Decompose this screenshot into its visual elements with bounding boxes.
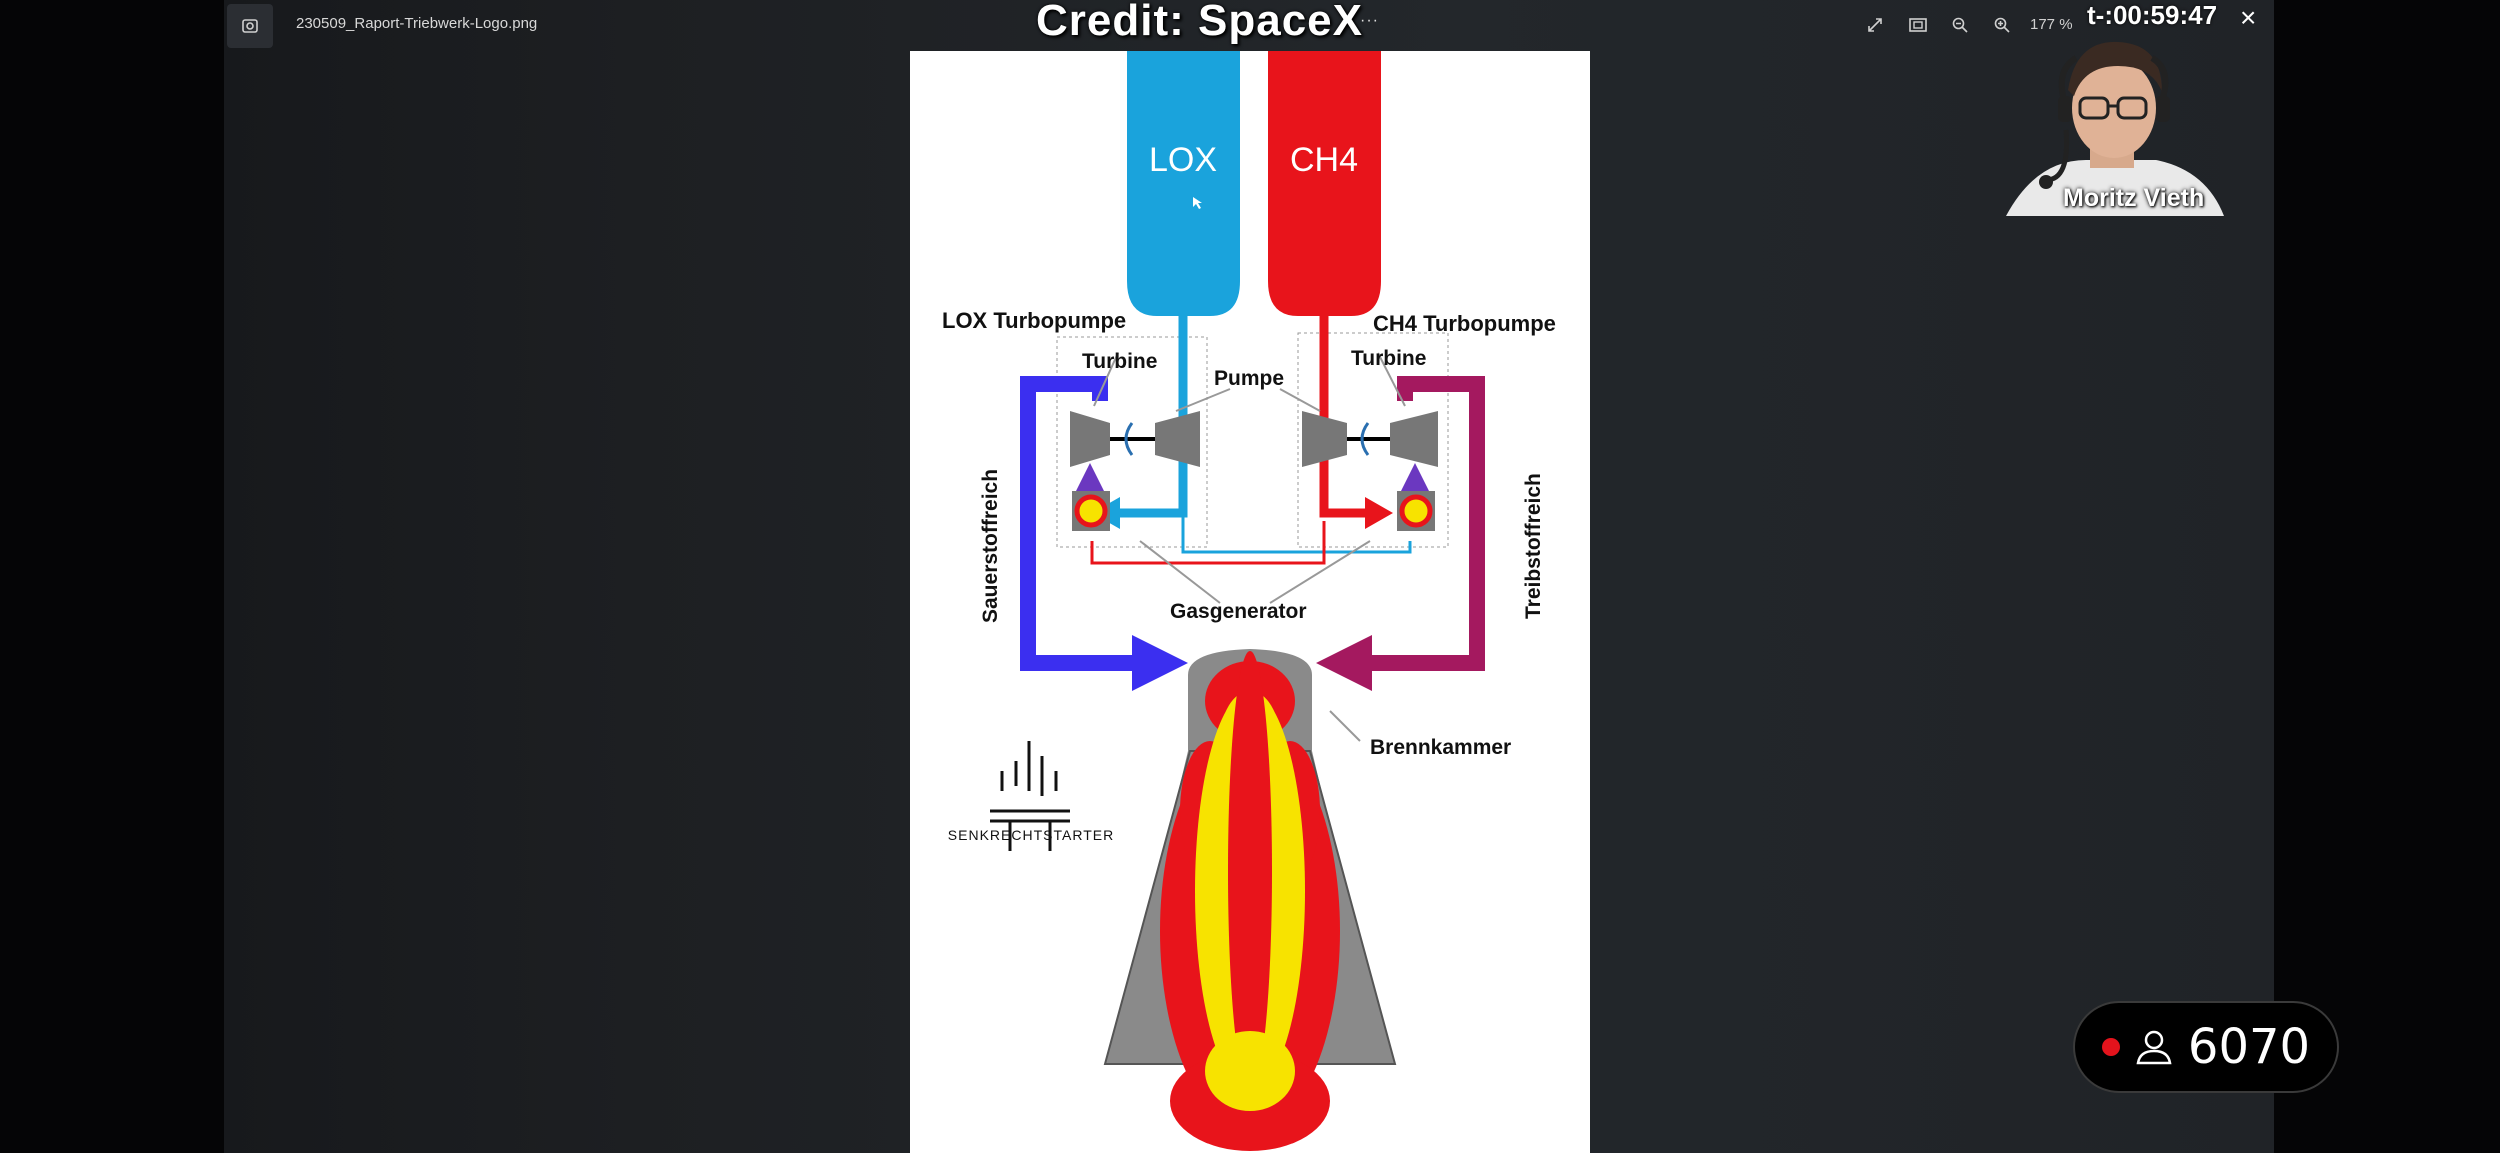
gasgenerator-label: Gasgenerator (1170, 600, 1307, 623)
tank-ch4-label: CH4 (1290, 141, 1358, 179)
pumpe-label: Pumpe (1214, 367, 1284, 390)
right-letterbox (2274, 0, 2500, 1153)
lox-tank (1127, 51, 1240, 316)
ch4-feed-line (1319, 316, 1368, 518)
ch4-pump-box (1297, 332, 1449, 548)
live-dot-icon (2101, 1038, 2120, 1056)
credit-overlay: Credit: SpaceX (1036, 0, 1363, 45)
close-icon: × (2240, 2, 2257, 33)
treibstoffreich-label: Treibstoffreich (1522, 473, 1545, 619)
zoom-out-icon (1952, 17, 1968, 33)
webcam-overlay (2006, 30, 2224, 216)
more-options-icon[interactable]: ··· (1360, 12, 1379, 29)
expand-icon (1868, 18, 1882, 32)
lox-gg-flame-icon (1074, 494, 1108, 528)
ch4-pump-shape (1302, 411, 1347, 467)
fuel-rich-pipe (1365, 376, 1485, 671)
lox-pump-box (1056, 336, 1208, 548)
turbine-left-label: Turbine (1082, 350, 1157, 373)
ch4-gg-flame-icon (1399, 494, 1433, 528)
person-icon (2136, 1030, 2172, 1065)
image-app-icon (242, 19, 258, 33)
left-letterbox (0, 0, 224, 1153)
fullscreen-button[interactable] (1862, 12, 1888, 38)
exhaust-flame (1160, 651, 1340, 1151)
fuel-rich-arrow (1316, 635, 1372, 691)
viewer-count-badge: 6070 (2073, 1001, 2339, 1093)
oxygen-rich-arrow (1132, 635, 1188, 691)
ch4-arrow (1365, 497, 1393, 529)
leader-lines (1093, 352, 1406, 742)
lox-cross-line (1181, 501, 1412, 554)
ch4-tank (1268, 51, 1381, 316)
lox-feed-line (1117, 316, 1188, 518)
zoom-out-button[interactable] (1947, 12, 1973, 38)
file-name: 230509_Raport-Triebwerk-Logo.png (296, 15, 538, 32)
zoom-level: 177 % (2030, 16, 2073, 33)
lox-pump-shape (1155, 411, 1200, 467)
sauerstoffreich-label: Sauerstoffreich (979, 469, 1002, 623)
ch4-cross-line (1090, 521, 1326, 565)
turbine-right-label: Turbine (1351, 347, 1426, 370)
ch4-turbine-shape (1390, 411, 1438, 467)
countdown-timer: t-:00:59:47 (2087, 0, 2218, 30)
ch4-rotation-icon (1360, 422, 1370, 456)
lox-gg-arrow (1076, 463, 1104, 491)
zoom-in-icon (1994, 17, 2010, 33)
ch4-gg-arrow (1401, 463, 1429, 491)
presenter-name: Moritz Vieth (2063, 184, 2205, 212)
engine-diagram: LOX CH4 (942, 51, 1556, 1151)
viewer-count: 6070 (2187, 1019, 2311, 1075)
oxygen-rich-pipe (1020, 376, 1140, 671)
senkrechtstarter-logo (990, 741, 1070, 851)
lox-turbine-shape (1070, 411, 1110, 467)
close-button[interactable]: × (2240, 2, 2256, 34)
tank-lox-label: LOX (1149, 141, 1217, 179)
cursor-icon (1193, 197, 1202, 209)
lox-turbopump-label: LOX Turbopumpe (942, 308, 1126, 333)
diagram-image: LOX CH4 (910, 51, 1590, 1153)
lox-rotation-icon (1124, 422, 1134, 456)
ch4-turbopump-label: CH4 Turbopumpe (1373, 311, 1556, 336)
fit-window-icon (1909, 18, 1927, 32)
presenter-avatar (2006, 41, 2224, 216)
app-icon[interactable] (227, 4, 273, 48)
fit-to-window-button[interactable] (1905, 12, 1931, 38)
zoom-in-button[interactable] (1989, 12, 2015, 38)
logo-text: SENKRECHTSTARTER (948, 827, 1114, 843)
brennkammer-label: Brennkammer (1370, 736, 1511, 759)
